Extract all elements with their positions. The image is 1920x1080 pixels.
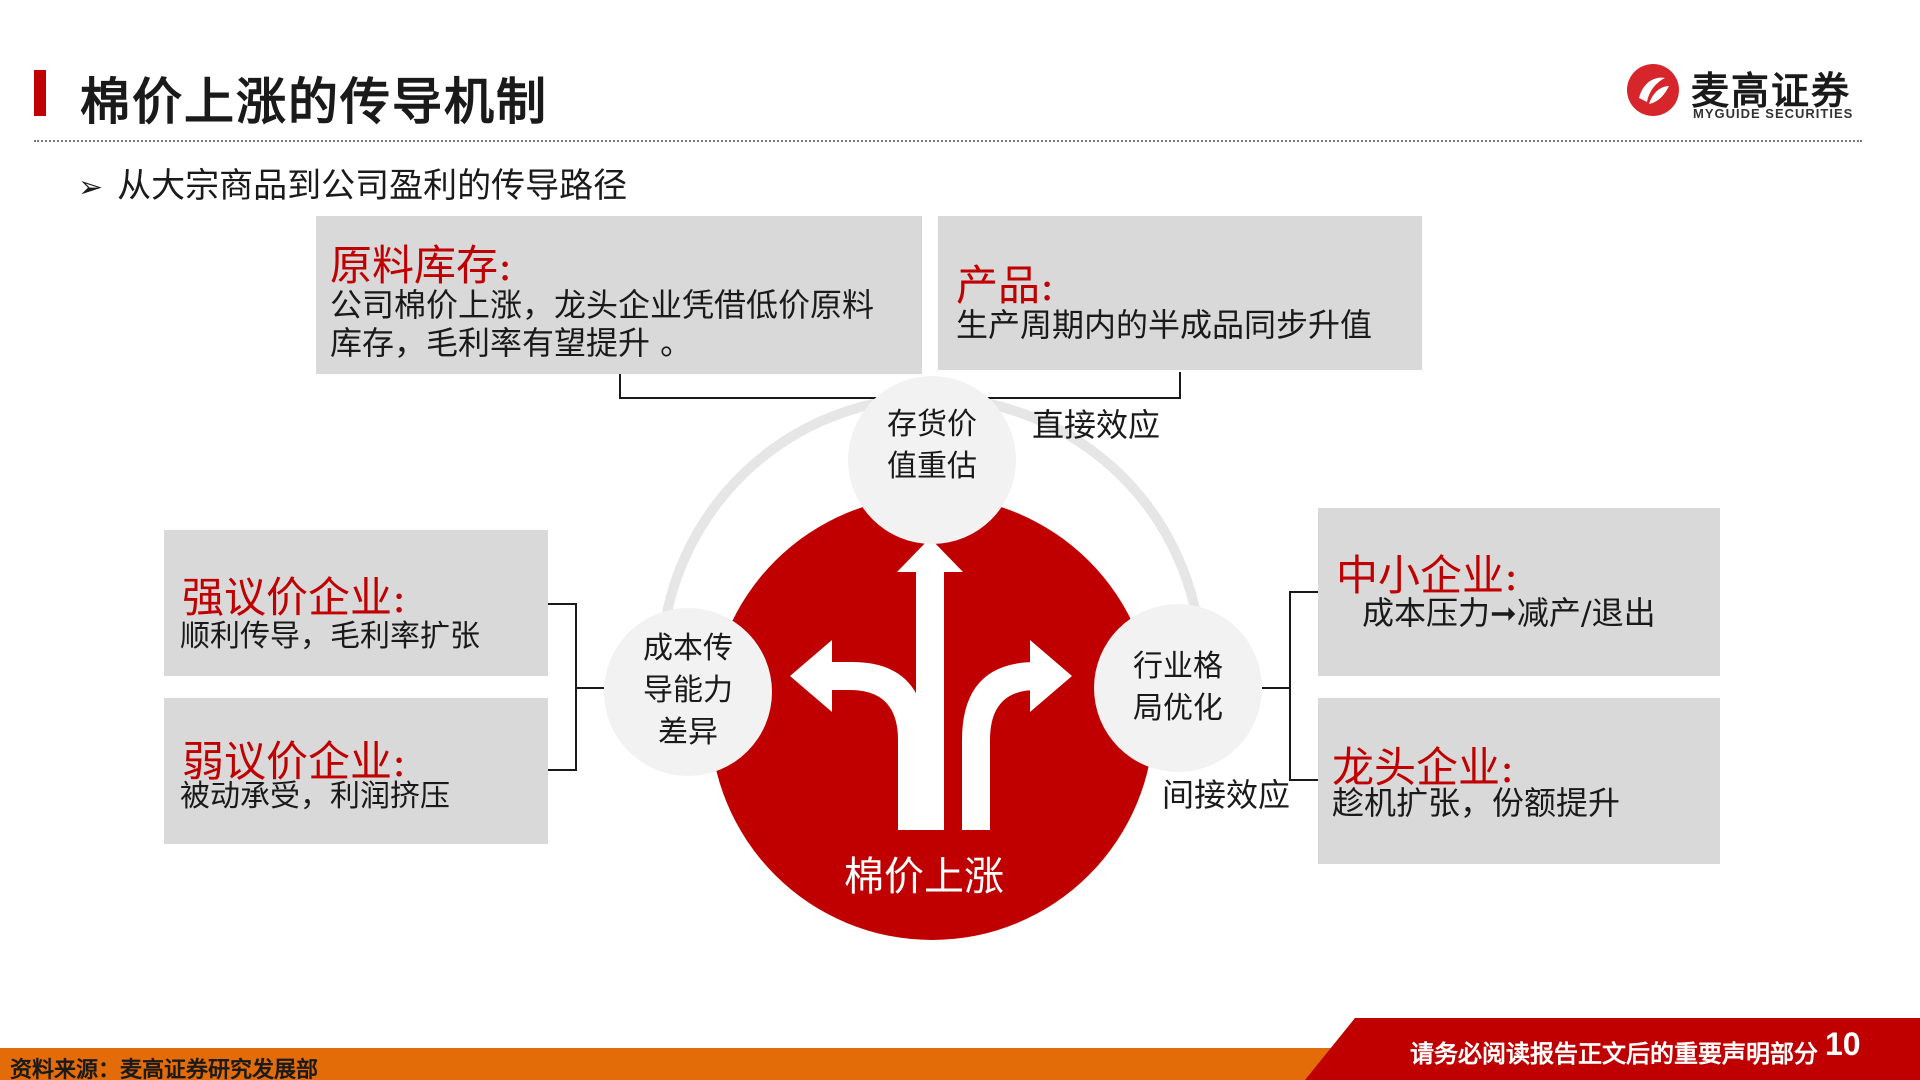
- page-number: 10: [1825, 1026, 1861, 1062]
- circle-industry-structure-line2: 局优化: [1133, 691, 1223, 726]
- logo-mark-icon: [1627, 64, 1679, 116]
- box-raw-inventory: 原料库存: 公司棉价上涨，龙头企业凭借低价原料 库存，毛利率有望提升 。: [316, 216, 922, 374]
- company-logo: 麦高证券 MYGUIDE SECURITIES: [1625, 58, 1855, 124]
- footer-notice: 请务必阅读报告正文后的重要声明部分: [1410, 1039, 1818, 1068]
- box-sme-line1: 成本压力➞减产/退出: [1362, 594, 1656, 632]
- box-weak-pricing-line1: 被动承受，利润挤压: [180, 779, 450, 814]
- box-weak-pricing: 弱议价企业: 被动承受，利润挤压: [164, 698, 548, 844]
- box-strong-pricing: 强议价企业: 顺利传导，毛利率扩张: [164, 530, 548, 676]
- circle-cost-transmission: 成本传 导能力 差异: [604, 608, 772, 776]
- circle-inventory-revaluation-line2: 值重估: [887, 449, 977, 484]
- right-bracket-line: [1262, 591, 1318, 781]
- box-sme-title: 中小企业:: [1336, 551, 1519, 600]
- direct-effect-label: 直接效应: [1032, 406, 1161, 444]
- circle-inventory-revaluation-line1: 存货价: [887, 407, 977, 442]
- subtitle-text: 从大宗商品到公司盈利的传导路径: [117, 166, 628, 206]
- footer-source: 资料来源：麦高证券研究发展部: [10, 1057, 319, 1080]
- title-accent-bar: [34, 70, 46, 116]
- box-weak-pricing-title: 弱议价企业:: [182, 737, 407, 786]
- branch-arrows-icon: [790, 538, 1072, 830]
- box-product-line1: 生产周期内的半成品同步升值: [956, 306, 1373, 344]
- circle-industry-structure: 行业格 局优化: [1094, 604, 1262, 772]
- box-raw-inventory-line2: 库存，毛利率有望提升 。: [330, 324, 693, 362]
- box-strong-pricing-line1: 顺利传导，毛利率扩张: [180, 619, 480, 654]
- box-leaders-line1: 趁机扩张，份额提升: [1332, 784, 1621, 822]
- circle-cost-transmission-line3: 差异: [658, 715, 718, 750]
- circle-cost-transmission-line1: 成本传: [643, 631, 733, 666]
- logo-name-en: MYGUIDE SECURITIES: [1693, 106, 1854, 121]
- box-product: 产品: 生产周期内的半成品同步升值: [938, 216, 1422, 370]
- center-label: 棉价上涨: [844, 854, 1004, 900]
- circle-industry-structure-line1: 行业格: [1133, 649, 1223, 684]
- box-product-title: 产品:: [956, 261, 1055, 310]
- left-bracket-line: [548, 603, 604, 771]
- box-raw-inventory-line1: 公司棉价上涨，龙头企业凭借低价原料: [330, 286, 875, 324]
- box-strong-pricing-title: 强议价企业:: [182, 573, 407, 622]
- header-divider: [34, 140, 1862, 142]
- circle-cost-transmission-line2: 导能力: [643, 673, 733, 708]
- footer-red-band: [1305, 1018, 1920, 1080]
- box-sme: 中小企业: 成本压力➞减产/退出: [1318, 508, 1720, 676]
- box-raw-inventory-title: 原料库存:: [330, 241, 513, 290]
- page-title: 棉价上涨的传导机制: [80, 72, 548, 131]
- indirect-effect-label: 间接效应: [1162, 776, 1291, 814]
- logo-name-cn: 麦高证券: [1691, 69, 1852, 113]
- subtitle: ➢ 从大宗商品到公司盈利的传导路径: [78, 158, 627, 207]
- box-leaders: 龙头企业: 趁机扩张，份额提升: [1318, 698, 1720, 864]
- circle-inventory-revaluation: 存货价 值重估: [848, 376, 1016, 544]
- arrow-bullet-icon: ➢: [78, 170, 104, 205]
- box-leaders-title: 龙头企业:: [1332, 743, 1515, 792]
